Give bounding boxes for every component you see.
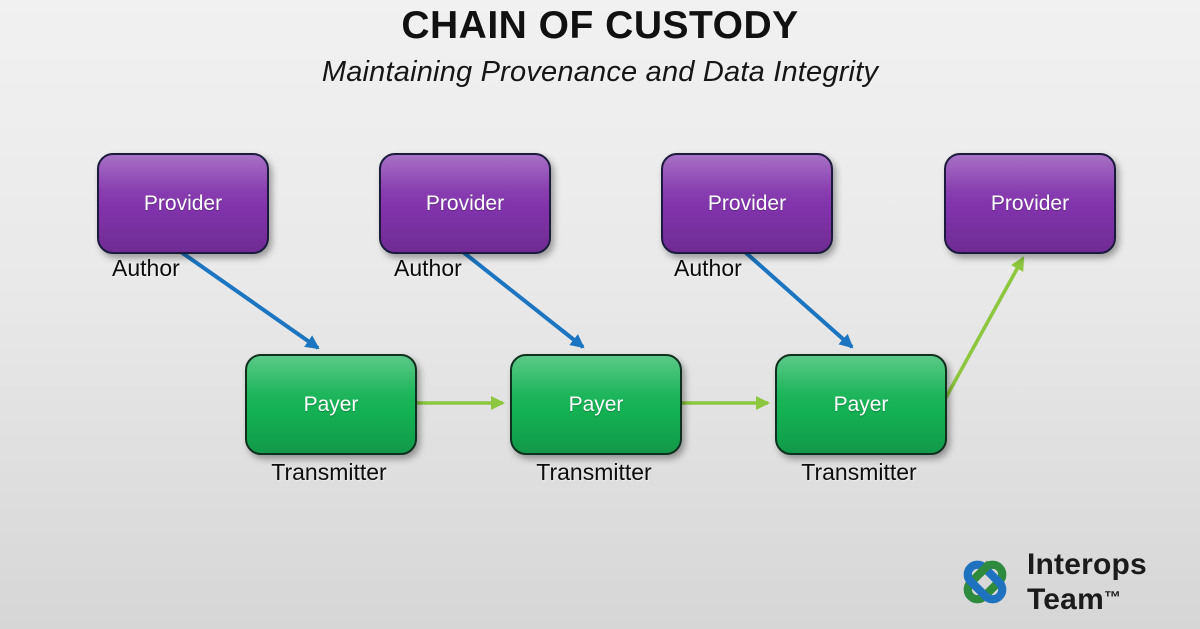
payer-node-label: Payer <box>833 392 889 416</box>
interlocked-chain-links-icon <box>963 560 1007 604</box>
provider-node-1: Provider <box>97 153 269 254</box>
page-subtitle: Maintaining Provenance and Data Integrit… <box>321 56 879 88</box>
edge-provider3-payer3 <box>743 250 854 349</box>
page-title: CHAIN OF CUSTODY <box>401 4 799 47</box>
payer-node-1: Payer <box>245 354 417 455</box>
edge-provider1-payer1 <box>179 250 320 350</box>
author-label-3: Author <box>674 255 742 281</box>
provider-node-label: Provider <box>143 191 223 215</box>
edge-payer3-provider4 <box>942 256 1025 402</box>
payer-node-2: Payer <box>510 354 682 455</box>
edge-provider2-payer2 <box>461 250 585 349</box>
provider-node-4: Provider <box>944 153 1116 254</box>
payer-node-label: Payer <box>568 392 624 416</box>
logo-line-2: Team™ <box>1027 583 1122 616</box>
transmitter-label-3: Transmitter <box>801 459 917 485</box>
transmitter-label-1: Transmitter <box>271 459 387 485</box>
provider-node-label: Provider <box>990 191 1070 215</box>
payer-node-3: Payer <box>775 354 947 455</box>
provider-node-label: Provider <box>707 191 787 215</box>
logo-line-1: Interops <box>1027 548 1147 581</box>
provider-node-3: Provider <box>661 153 833 254</box>
interops-team-logo: Interops Team™ <box>954 548 1147 616</box>
author-label-1: Author <box>112 255 180 281</box>
author-label-2: Author <box>394 255 462 281</box>
transmitter-label-2: Transmitter <box>536 459 652 485</box>
payer-node-label: Payer <box>303 392 359 416</box>
trademark-symbol: ™ <box>1103 588 1122 607</box>
provider-node-label: Provider <box>425 191 505 215</box>
logo-wordmark: Interops Team™ <box>1027 548 1147 616</box>
provider-node-2: Provider <box>379 153 551 254</box>
